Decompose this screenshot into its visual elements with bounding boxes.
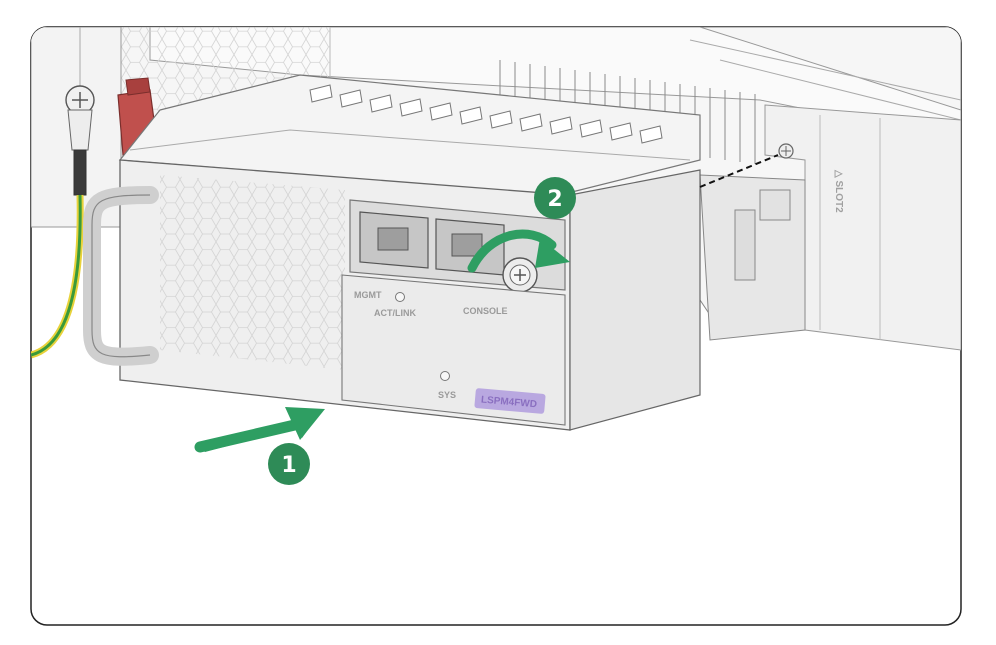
sys-label: SYS [438, 390, 456, 400]
step-2-badge: 2 [534, 177, 576, 219]
captive-screw-icon [502, 257, 538, 293]
step-1-number: 1 [281, 453, 296, 478]
console-port [435, 218, 505, 276]
alignment-line [699, 154, 779, 188]
vent-grille [160, 175, 345, 370]
interface-module: MGMT ACT/LINK CONSOLE SYS LSPM4FWD [83, 74, 701, 431]
console-label: CONSOLE [463, 306, 508, 316]
model-badge: LSPM4FWD [474, 388, 546, 414]
mgmt-label: MGMT [354, 290, 382, 300]
sys-led [440, 371, 450, 381]
model-label: LSPM4FWD [480, 395, 537, 411]
step-1-badge: 1 [268, 443, 310, 485]
rotate-arrow-icon [467, 229, 557, 273]
grounding-cable [31, 77, 159, 359]
act-link-label: ACT/LINK [374, 308, 416, 318]
mgmt-port [359, 211, 429, 269]
slot-label: △ SLOT2 [833, 169, 844, 213]
step-2-number: 2 [547, 187, 562, 212]
act-link-led [395, 292, 405, 302]
